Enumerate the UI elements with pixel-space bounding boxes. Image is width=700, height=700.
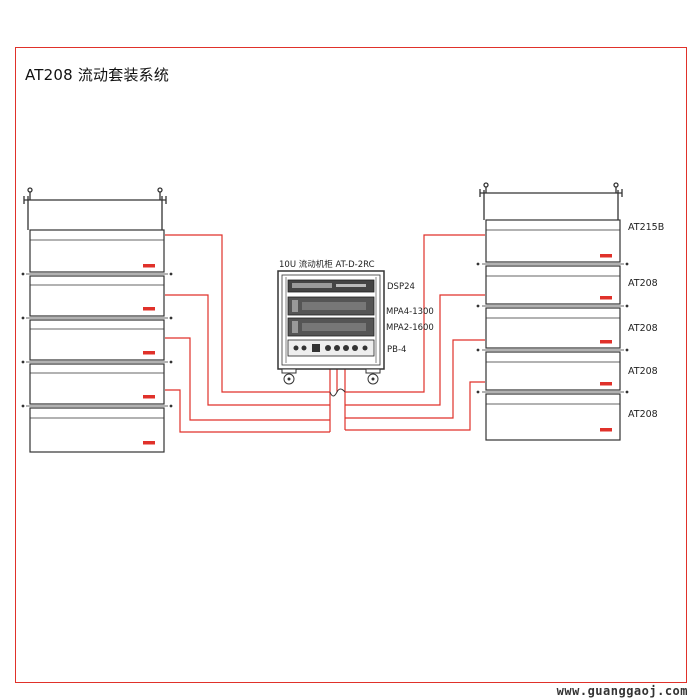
left-badge-5 — [143, 441, 155, 445]
left-badge-2 — [143, 307, 155, 311]
right-badge-2 — [600, 296, 612, 300]
cable-left-3 — [165, 337, 330, 421]
right-speaker-at215b — [485, 219, 621, 263]
left-speaker-4 — [29, 363, 165, 405]
watermark: www.guanggaoj.com — [556, 684, 688, 698]
left-rigging-frame — [23, 187, 167, 230]
label-at208-4: AT208 — [628, 409, 658, 420]
left-speaker-3 — [29, 319, 165, 361]
label-at208-3: AT208 — [628, 366, 658, 377]
cable-right-3 — [345, 339, 485, 419]
label-at215b: AT215B — [628, 222, 664, 233]
cable-left-2 — [165, 294, 330, 406]
diagram-title: AT208 流动套装系统 — [25, 66, 170, 84]
label-mpa2-1600: MPA2-1600 — [386, 323, 434, 333]
flight-rack: 10U 流动机柜 AT-D-2RC — [277, 259, 434, 385]
cable-bend — [329, 388, 346, 397]
cable-left-1 — [165, 234, 330, 393]
cable-left-4 — [165, 389, 330, 433]
left-speaker-1 — [29, 229, 165, 273]
label-mpa4-1300: MPA4-1300 — [386, 307, 434, 317]
label-at208-1: AT208 — [628, 278, 658, 289]
right-badge-5 — [600, 428, 612, 432]
label-pb4: PB-4 — [387, 345, 406, 355]
right-rigging-frame — [479, 182, 623, 220]
cable-right-1 — [345, 234, 485, 393]
left-badge-3 — [143, 351, 155, 355]
rack-title: 10U 流动机柜 AT-D-2RC — [279, 259, 375, 270]
right-speaker-at208-2 — [485, 307, 621, 349]
right-badge-1 — [600, 254, 612, 258]
right-speaker-at208-4 — [485, 393, 621, 441]
left-badge-1 — [143, 264, 155, 268]
right-badge-4 — [600, 382, 612, 386]
right-line-array: AT215B AT208 AT208 AT208 AT208 — [476, 182, 664, 441]
cable-right-2 — [345, 294, 485, 406]
left-line-array — [21, 187, 173, 453]
label-at208-2: AT208 — [628, 323, 658, 334]
cable-right-4 — [345, 381, 485, 431]
label-dsp24: DSP24 — [387, 282, 415, 292]
left-badge-4 — [143, 395, 155, 399]
right-speaker-at208-3 — [485, 351, 621, 391]
left-speaker-2 — [29, 275, 165, 317]
diagram-frame — [15, 47, 687, 683]
right-badge-3 — [600, 340, 612, 344]
right-speaker-at208-1 — [485, 265, 621, 305]
left-speaker-5 — [29, 407, 165, 453]
